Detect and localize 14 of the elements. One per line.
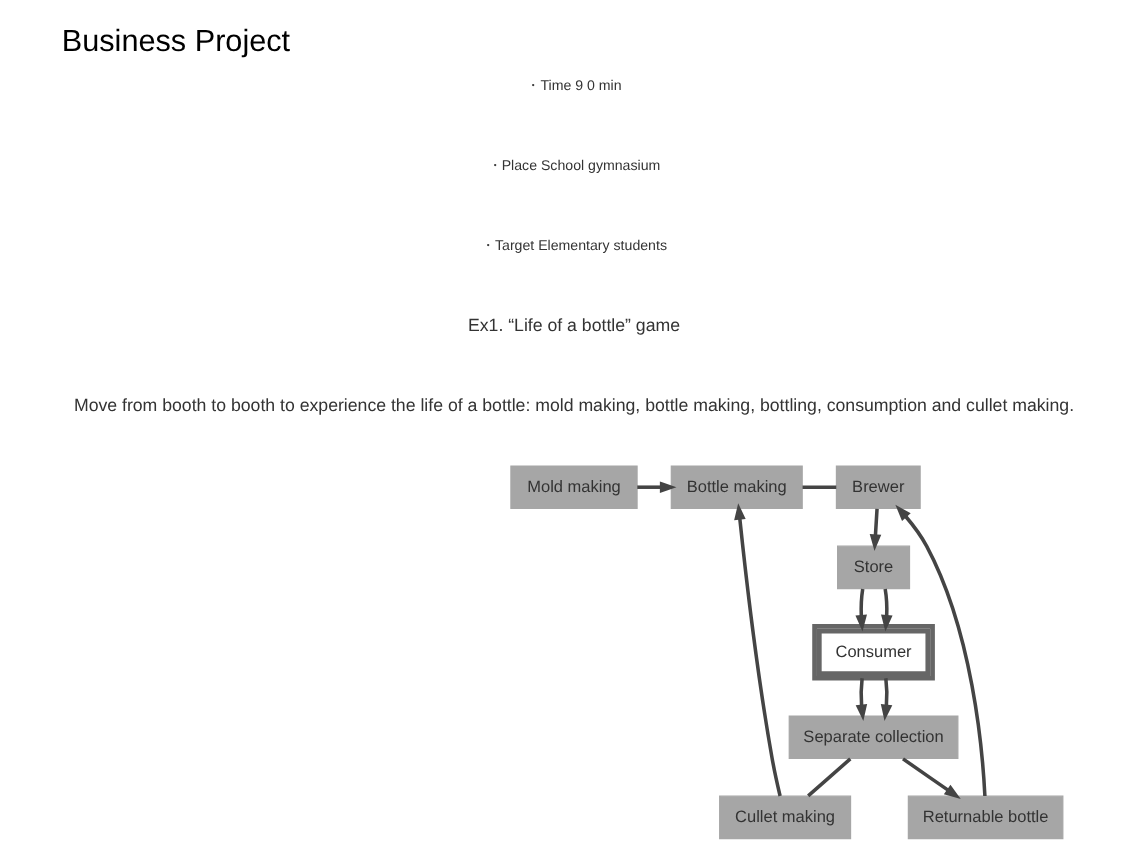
label: Ex1. “Life of a bottle” game xyxy=(467,314,679,335)
arrow xyxy=(854,678,867,722)
arrow xyxy=(879,678,892,722)
arrow xyxy=(880,588,892,632)
connector xyxy=(806,757,851,798)
diagram-title: Business Project xyxy=(60,24,290,59)
arrow xyxy=(854,588,866,632)
label: Move from booth to booth to experience the life of a bottle: mold making, bottle making, bottling, consumption and cullet making. xyxy=(72,395,1074,416)
connector xyxy=(801,485,836,489)
arrow xyxy=(636,481,676,493)
arrow xyxy=(733,503,781,797)
arrow xyxy=(901,757,960,799)
arrow xyxy=(868,508,881,551)
arrow xyxy=(894,504,986,797)
